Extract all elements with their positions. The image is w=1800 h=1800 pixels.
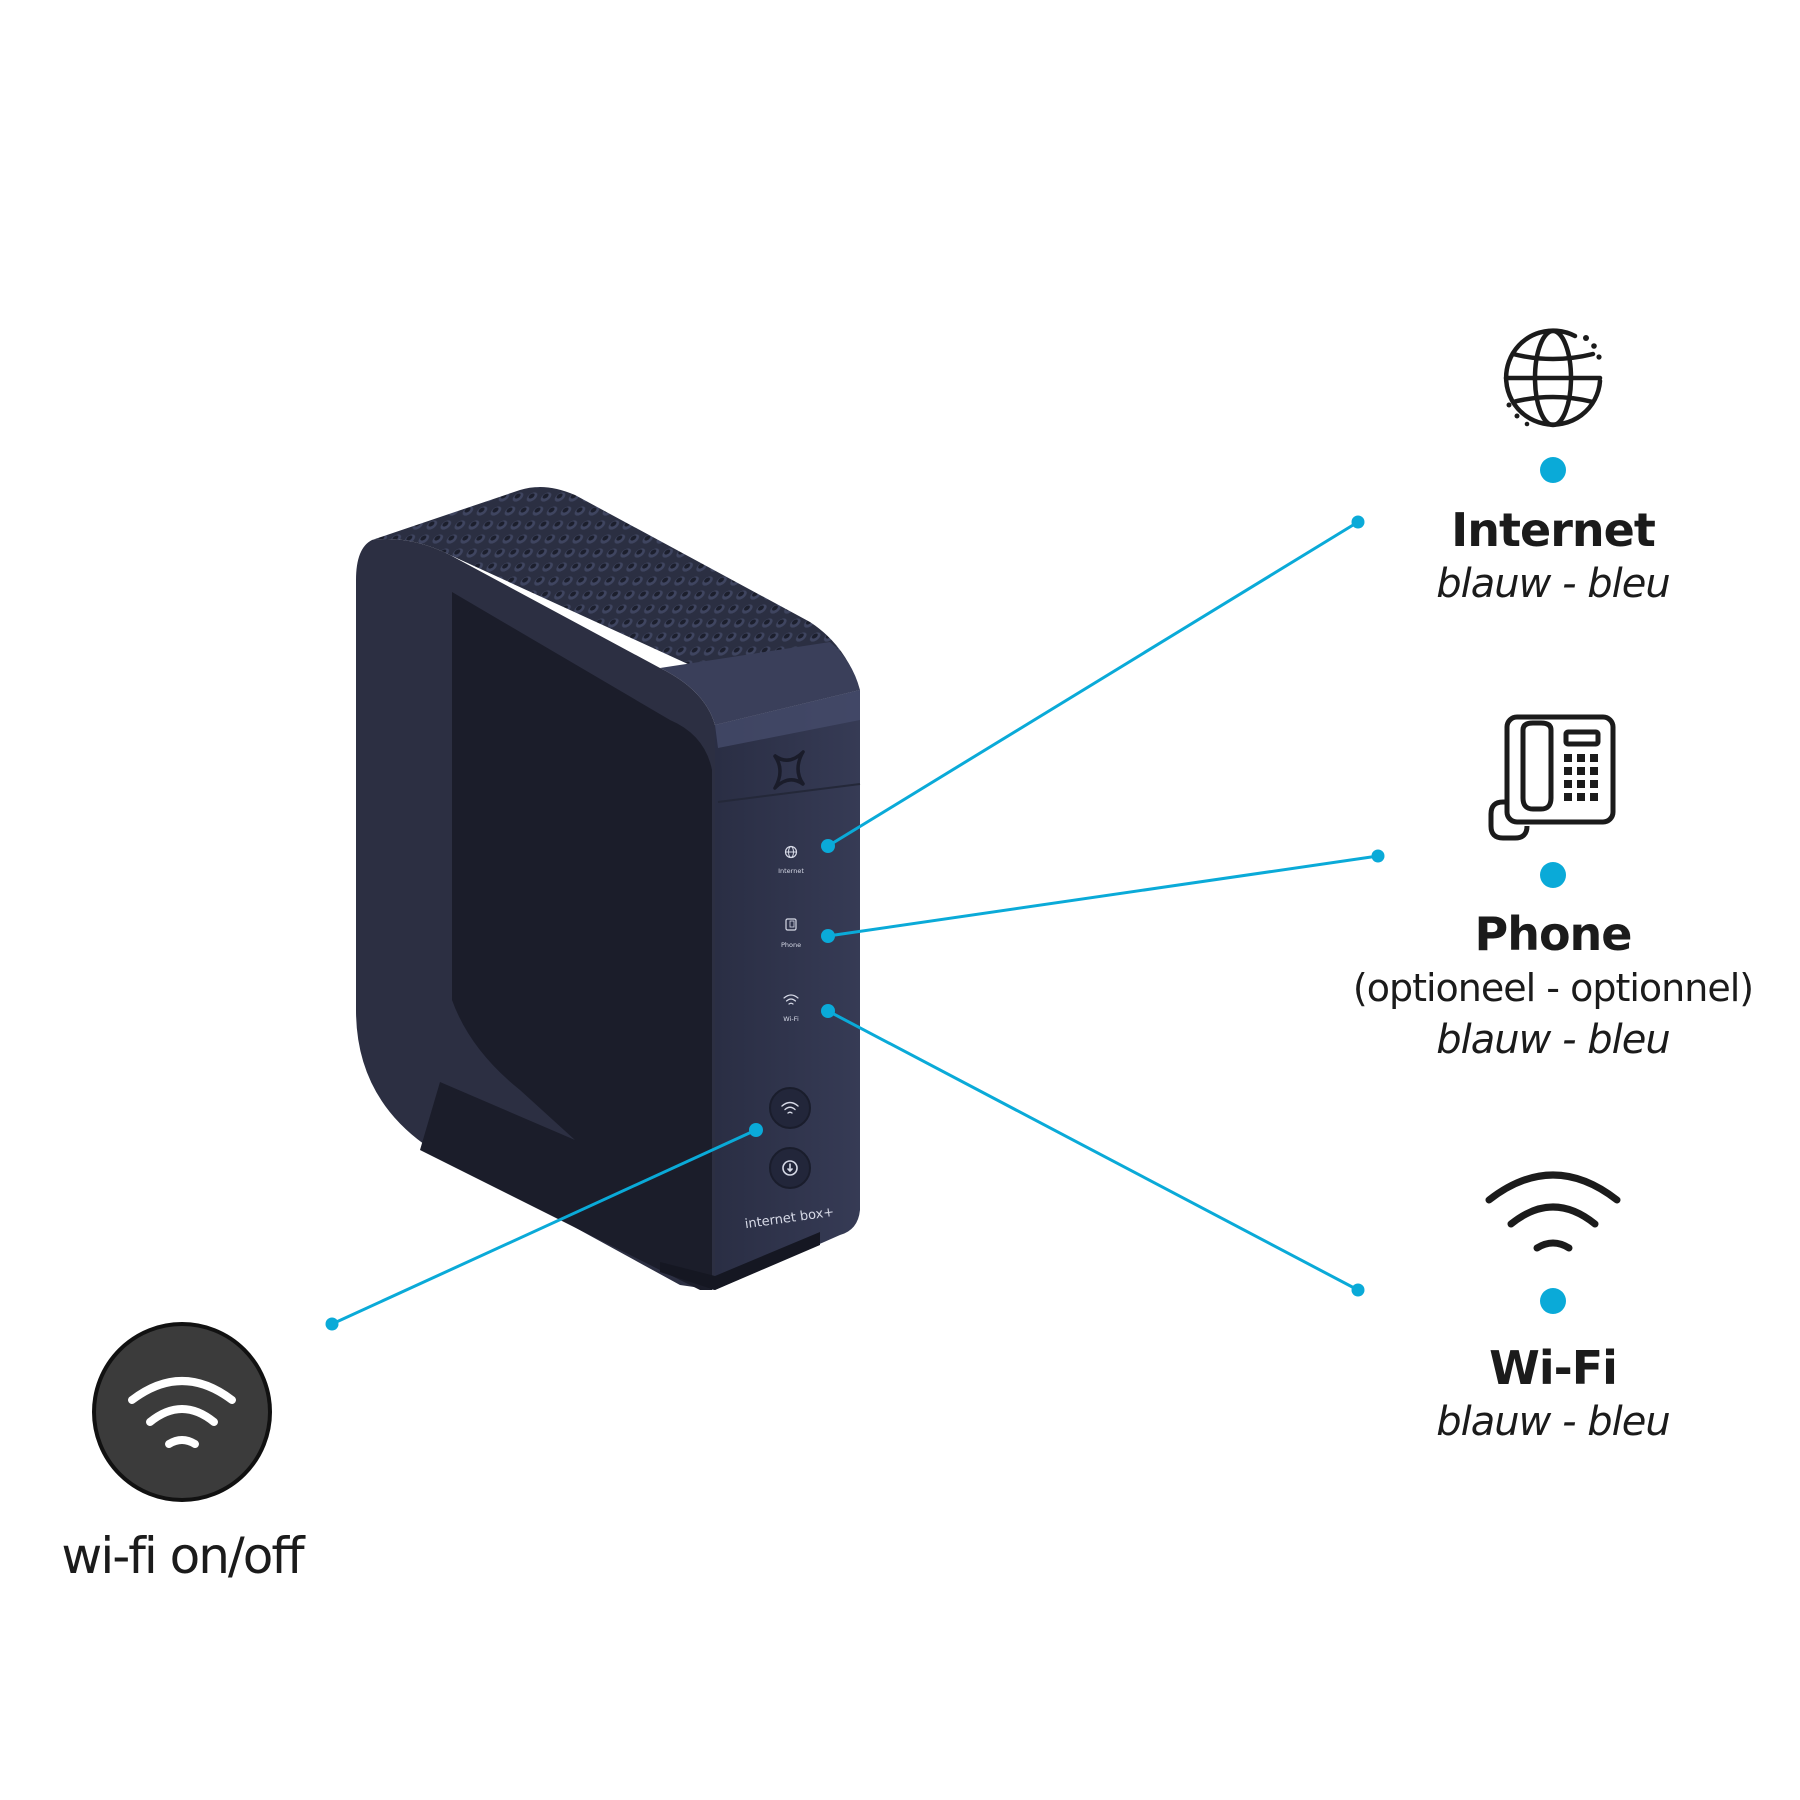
wifi-button[interactable] — [769, 1087, 811, 1129]
router-front-bevel — [715, 690, 860, 748]
callout-wifi-marker — [1540, 1288, 1566, 1314]
globe-icon — [784, 845, 798, 859]
connector-line-phone — [827, 854, 1379, 938]
router-foot — [660, 1232, 820, 1290]
callout-internet: Internet blauw - bleu — [1353, 502, 1753, 610]
connector-dot-internet-end — [1351, 515, 1365, 529]
globe-icon — [1503, 328, 1603, 428]
connector-dot-wifi-button-end — [325, 1317, 339, 1331]
router-front-band-line — [717, 783, 861, 803]
brand-x-logo — [773, 750, 805, 790]
callout-wifi-icon — [1485, 1171, 1621, 1314]
callout-internet-color: blauw - bleu — [1436, 561, 1670, 607]
led-phone: Phone — [781, 918, 801, 949]
connector-line-wifi-button — [331, 1128, 757, 1326]
callout-phone-color: blauw - bleu — [1436, 1017, 1670, 1063]
wps-button[interactable] — [769, 1147, 811, 1189]
callout-phone-marker — [1540, 862, 1566, 888]
connector-dot-wifi-button-device — [749, 1123, 763, 1137]
callout-internet-icon — [1503, 328, 1603, 483]
callout-phone: Phone (optioneel - optionnel) blauw - bl… — [1333, 906, 1773, 1066]
connector-line-internet — [827, 520, 1359, 848]
callout-phone-note: (optioneel - optionnel) — [1352, 966, 1754, 1010]
wifi-icon — [128, 1377, 236, 1448]
callout-wifi: Wi-Fi blauw - bleu — [1353, 1340, 1753, 1448]
wps-icon — [782, 1160, 798, 1176]
led-wifi: Wi-Fi — [783, 994, 799, 1023]
router-top-vent — [372, 486, 858, 712]
connector-dot-wifi-end — [1351, 1283, 1365, 1297]
router-side-gloss — [420, 592, 712, 1290]
wifi-icon — [783, 994, 799, 1005]
connector-dot-internet-device — [821, 839, 835, 853]
globe-spark-dots — [1506, 335, 1602, 427]
router-device: Internet Phone Wi-Fi — [356, 486, 861, 1290]
router-front-panel — [715, 690, 860, 1290]
router-top-rim — [660, 642, 860, 725]
callout-wifi-button-icon — [92, 1322, 272, 1502]
phone-keypad — [1564, 754, 1598, 801]
wifi-icon — [781, 1101, 799, 1114]
wifi-icon — [1485, 1171, 1621, 1252]
callout-phone-icon — [1488, 714, 1616, 888]
led-internet: Internet — [778, 845, 804, 875]
connector-dot-phone-end — [1371, 849, 1385, 863]
callout-lines — [325, 515, 1385, 1331]
led-wifi-label: Wi-Fi — [783, 1015, 799, 1023]
phone-icon — [785, 918, 797, 931]
led-internet-label: Internet — [778, 867, 804, 875]
callout-internet-title: Internet — [1451, 503, 1656, 557]
desk-phone-icon — [1488, 714, 1616, 841]
led-phone-label: Phone — [781, 941, 801, 949]
connector-dot-wifi-device — [821, 1004, 835, 1018]
callout-wifi-title: Wi-Fi — [1489, 1341, 1618, 1395]
callout-wifi-color: blauw - bleu — [1436, 1399, 1670, 1445]
connector-dot-phone-device — [821, 929, 835, 943]
connector-line-wifi — [827, 1009, 1359, 1292]
callout-wifi-button-title: wi-fi on/off — [61, 1527, 304, 1585]
callout-phone-title: Phone — [1474, 907, 1632, 961]
callout-internet-marker — [1540, 457, 1566, 483]
callout-wifi-button: wi-fi on/off — [0, 1526, 364, 1586]
